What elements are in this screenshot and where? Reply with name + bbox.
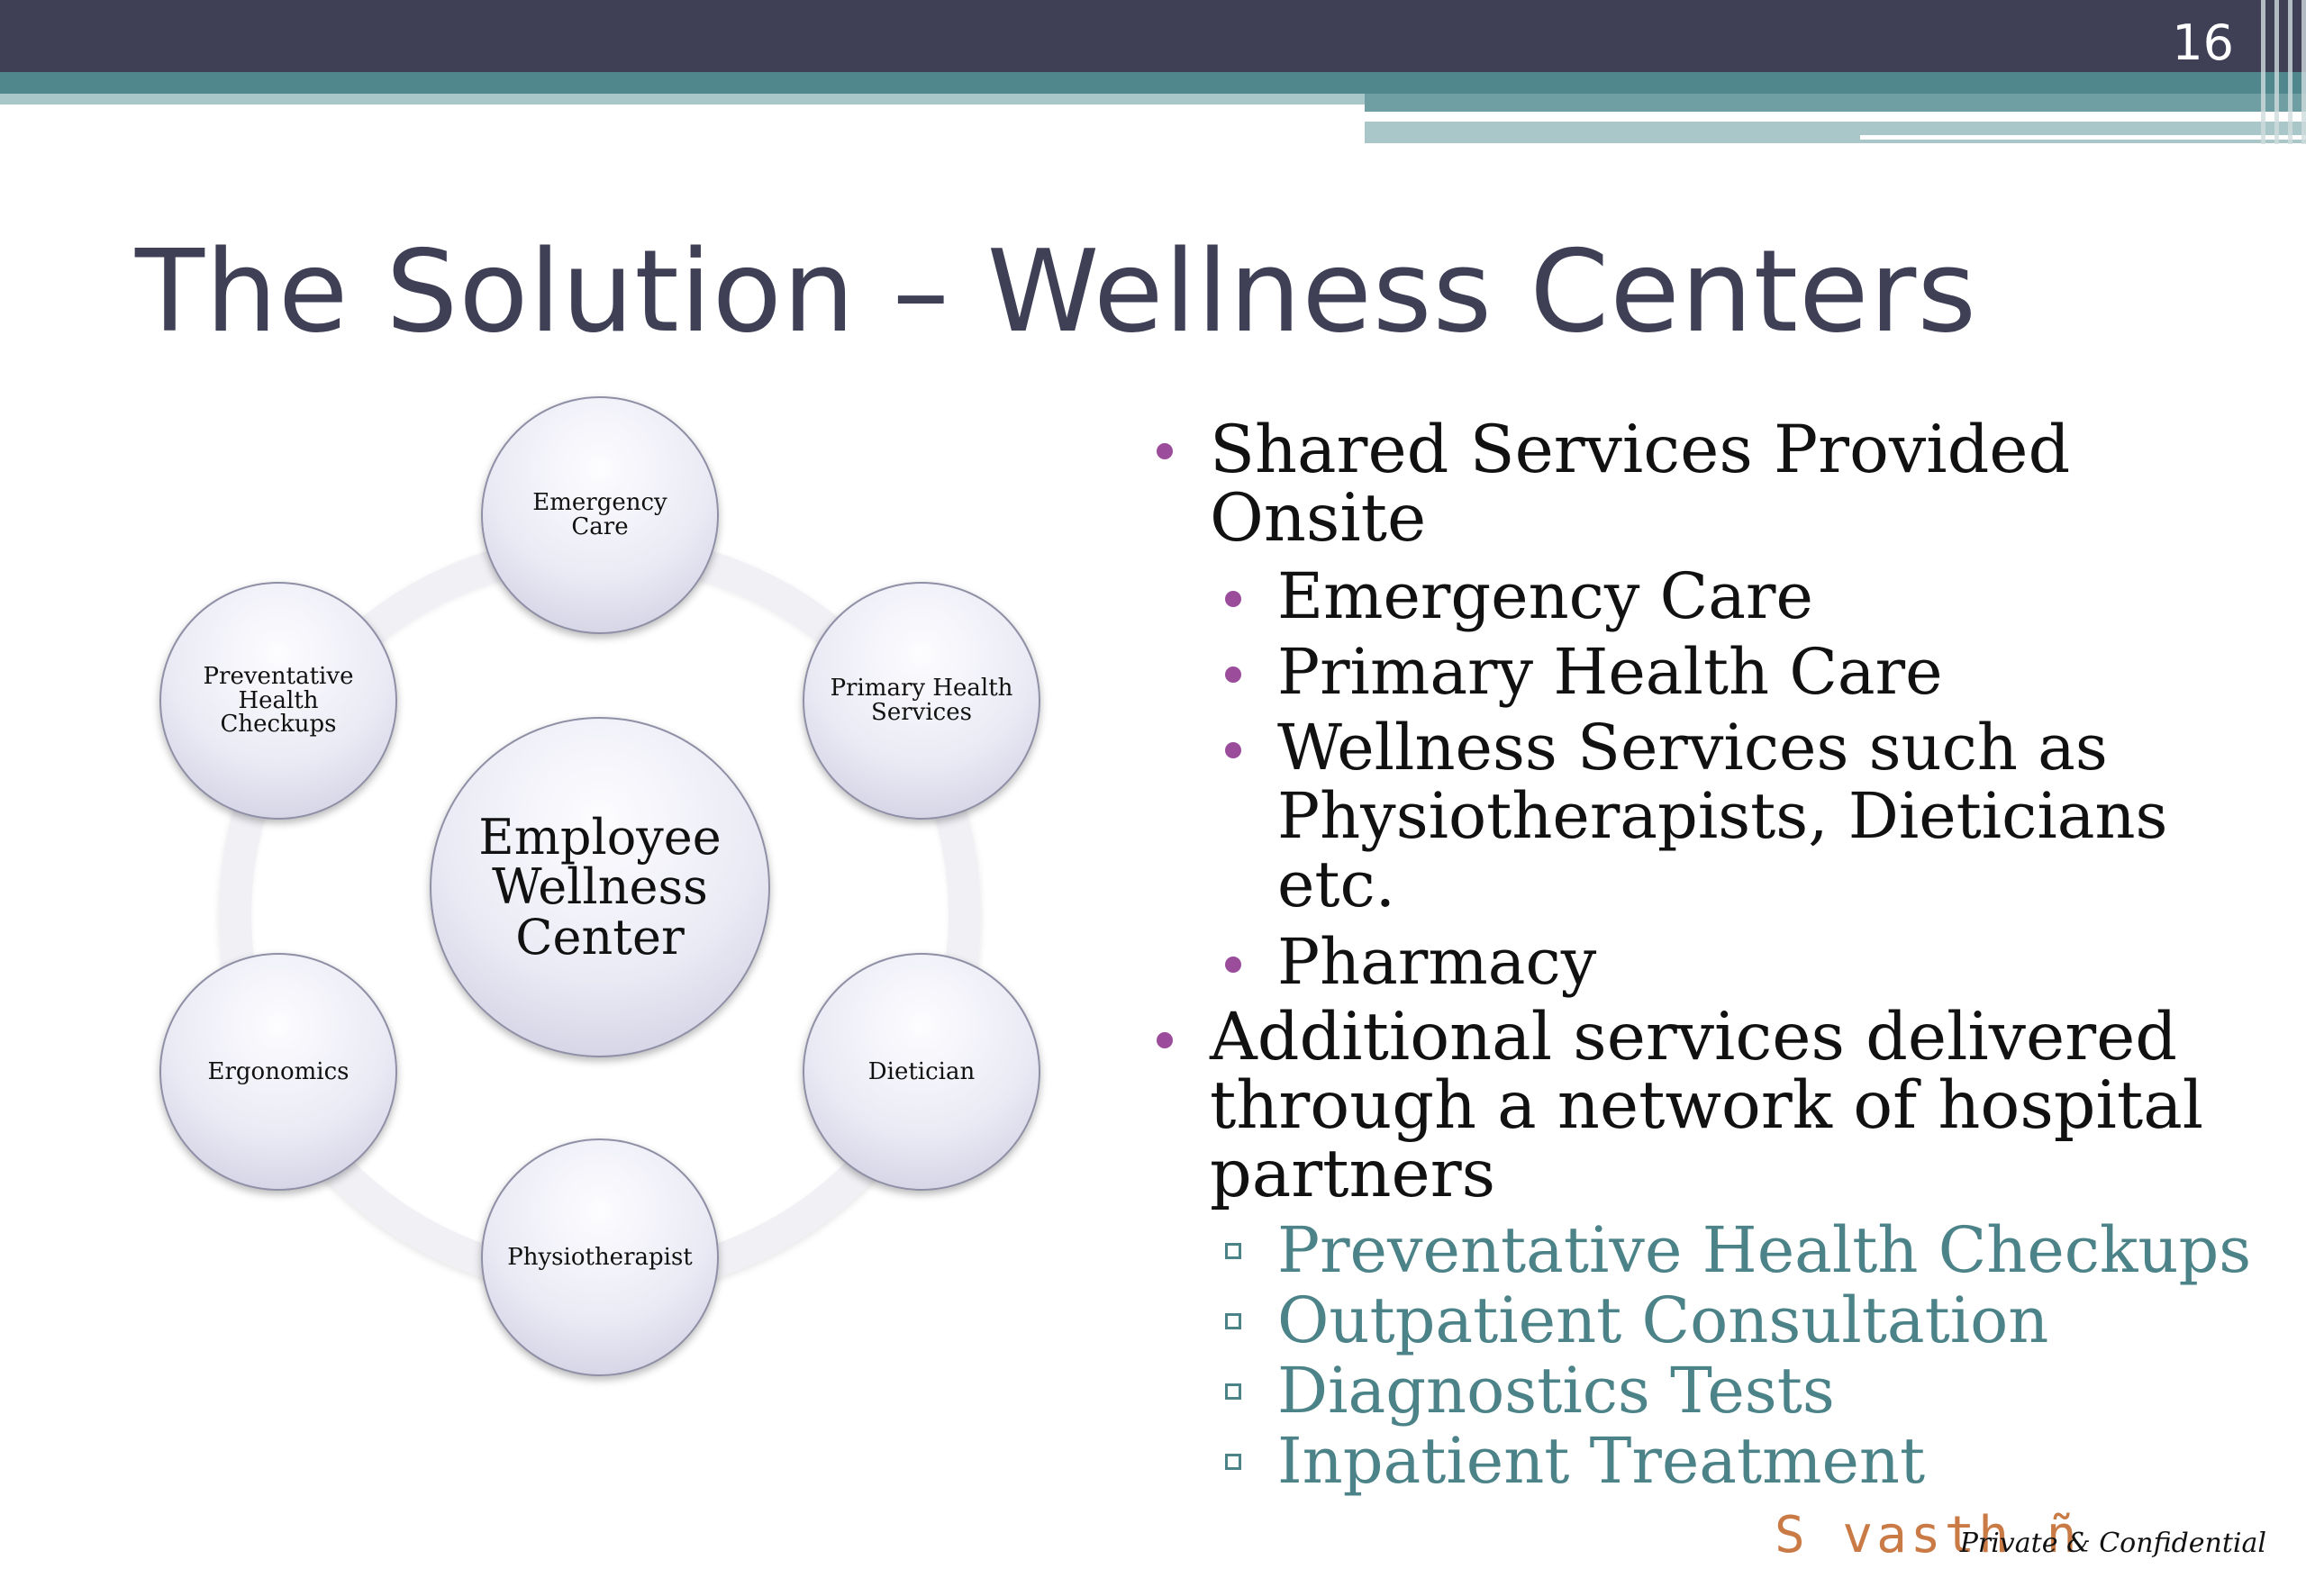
slide-number: 16 <box>2172 14 2234 71</box>
header-white-line-lower <box>1860 135 2306 140</box>
sub-bullet-wellness-services-line2: Physiotherapists, Dieticians <box>1277 779 2168 853</box>
sub-bullet-primary-health-care: Primary Health Care <box>1277 635 1943 709</box>
sub-bullet-marker <box>1225 957 1241 973</box>
diagram-node-ergonomics: Ergonomics <box>159 953 397 1191</box>
footer-confidential-label: Private & Confidential <box>1959 1528 2266 1559</box>
sub-bullet-inpatient-treatment: Inpatient Treatment <box>1277 1424 1926 1498</box>
sub-bullet-square-marker <box>1225 1243 1241 1259</box>
bullet-marker <box>1157 1032 1173 1048</box>
sub-bullet-square-marker <box>1225 1454 1241 1470</box>
bullet-shared-services-line2: Onsite <box>1210 480 1427 557</box>
header-white-line <box>1365 112 2135 117</box>
slide-title: The Solution – Wellness Centers <box>135 225 1977 358</box>
header-light-stripe-lower <box>1365 122 2306 143</box>
sub-bullet-marker <box>1225 742 1241 758</box>
header-vertical-lines <box>2261 0 2306 144</box>
diagram-node-emergency-care: Emergency Care <box>481 396 719 634</box>
sub-bullet-marker <box>1225 591 1241 607</box>
header-light-stripe <box>0 94 1365 104</box>
bullet-shared-services-line1: Shared Services Provided <box>1210 412 2071 488</box>
sub-bullet-marker <box>1225 667 1241 683</box>
diagram-node-physiotherapist: Physiotherapist <box>481 1138 719 1376</box>
header-accent-stripe <box>0 72 2306 94</box>
sub-bullet-square-marker <box>1225 1383 1241 1400</box>
diagram-node-primary-health-services: Primary Health Services <box>803 582 1040 820</box>
diagram-node-preventative-health-checkups: Preventative Health Checkups <box>159 582 397 820</box>
sub-bullet-pharmacy: Pharmacy <box>1277 925 1597 999</box>
sub-bullet-preventative-health-checkups: Preventative Health Checkups <box>1277 1213 2252 1287</box>
sub-bullet-diagnostics-tests: Diagnostics Tests <box>1277 1354 1835 1428</box>
bullet-marker <box>1157 443 1173 459</box>
bullet-additional-services-line3: partners <box>1210 1136 1496 1212</box>
bullet-additional-services-line1: Additional services delivered <box>1210 999 2178 1075</box>
bullet-additional-services-line2: through a network of hospital <box>1210 1067 2204 1144</box>
diagram-node-dietician: Dietician <box>803 953 1040 1191</box>
sub-bullet-square-marker <box>1225 1313 1241 1329</box>
sub-bullet-outpatient-consultation: Outpatient Consultation <box>1277 1283 2049 1357</box>
header-band <box>0 0 2306 72</box>
footer-logo: S vasth ñ <box>1775 1506 2081 1564</box>
sub-bullet-emergency-care: Emergency Care <box>1277 559 1813 633</box>
header-light-stripe-right <box>1365 94 2306 112</box>
sub-bullet-wellness-services-line3: etc. <box>1277 848 1396 921</box>
diagram-center-node: Employee Wellness Center <box>430 717 770 1057</box>
sub-bullet-wellness-services-line1: Wellness Services such as <box>1277 711 2108 784</box>
